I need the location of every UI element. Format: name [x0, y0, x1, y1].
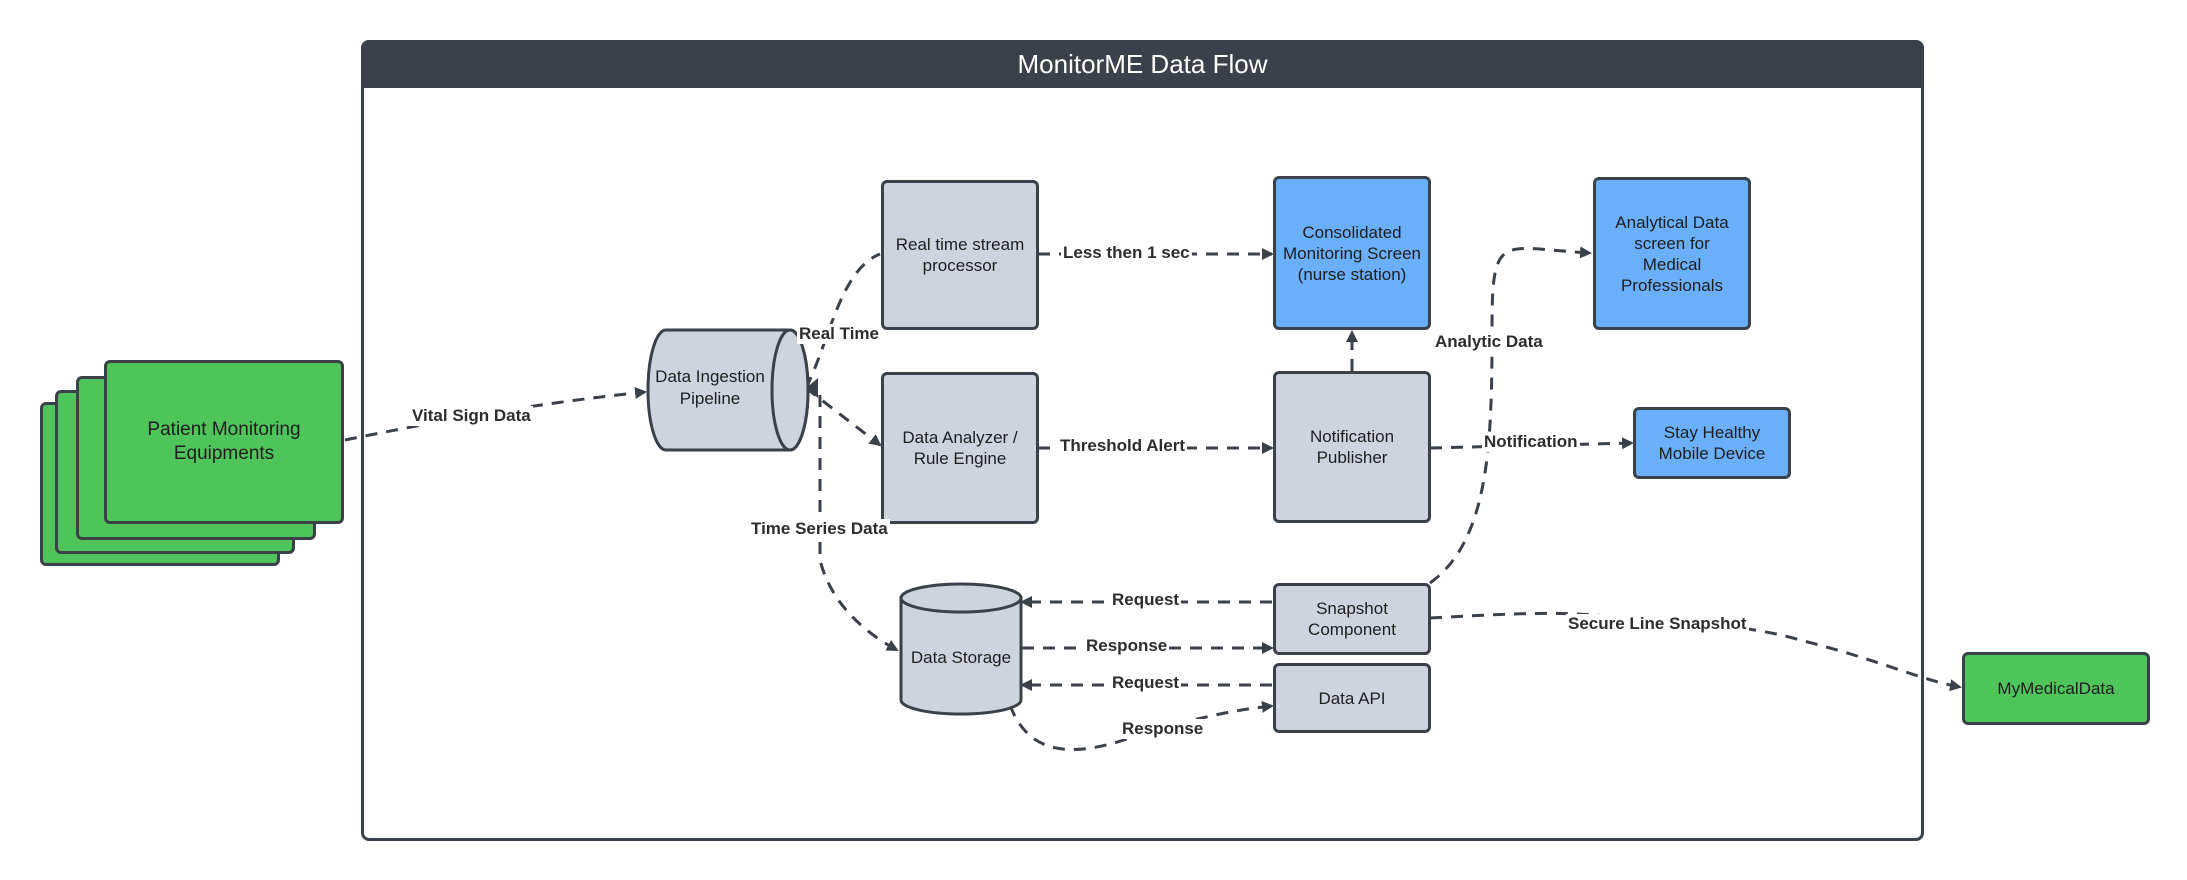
data-storage-cylinder [899, 582, 1023, 716]
edge-to-analyzer [805, 386, 882, 447]
edge-label-response-2: Response [1120, 719, 1206, 739]
edge-secure-snapshot [1429, 611, 1962, 692]
diagram-title: MonitorME Data Flow [361, 40, 1924, 88]
analytical-screen-node[interactable]: Analytical Data screen for Medical Profe… [1593, 177, 1751, 330]
analytical-screen-label: Analytical Data screen for Medical Profe… [1615, 212, 1729, 295]
data-storage-label: Data Storage [910, 648, 1012, 667]
data-api-label: Data API [1318, 688, 1386, 708]
analyzer-node[interactable]: Data Analyzer / Rule Engine [881, 372, 1039, 524]
patient-monitoring-node[interactable]: Patient Monitoring Equipments [104, 360, 344, 524]
consolidated-screen-node[interactable]: Consolidated Monitoring Screen (nurse st… [1273, 176, 1431, 330]
edge-label-real-time: Real Time [797, 324, 882, 344]
consolidated-screen-label: Consolidated Monitoring Screen (nurse st… [1283, 222, 1421, 284]
stream-processor-label: Real time stream processor [895, 235, 1025, 275]
mobile-device-node[interactable]: Stay Healthy Mobile Device [1633, 407, 1791, 479]
my-medical-data-node[interactable]: MyMedicalData [1962, 652, 2150, 725]
edge-label-threshold: Threshold Alert [1058, 436, 1187, 456]
edge-label-secure-snapshot: Secure Line Snapshot [1566, 614, 1749, 634]
ingestion-cylinder [646, 328, 810, 452]
snapshot-component-node[interactable]: Snapshot Component [1273, 583, 1431, 655]
edge-label-vital-sign: Vital Sign Data [410, 406, 533, 426]
edge-label-analytic-data: Analytic Data [1433, 332, 1545, 352]
edge-response-2 [1008, 700, 1274, 752]
mobile-device-label: Stay Healthy Mobile Device [1658, 423, 1766, 463]
my-medical-data-label: MyMedicalData [1997, 679, 2115, 698]
edge-real-time [804, 252, 881, 389]
analyzer-label: Data Analyzer / Rule Engine [902, 428, 1018, 468]
edge-time-series [818, 395, 899, 652]
patient-monitoring-label: Patient Monitoring Equipments [147, 419, 301, 464]
edge-analytic-data [1429, 246, 1592, 585]
edge-label-time-series: Time Series Data [749, 519, 890, 539]
ingestion-label-line1: Data Ingestion [655, 367, 765, 386]
edge-label-notification: Notification [1482, 432, 1580, 452]
edge-notification [1429, 437, 1634, 450]
ingestion-label-line2: Pipeline [679, 389, 741, 408]
stream-processor-node[interactable]: Real time stream processor [881, 180, 1039, 330]
notification-publisher-node[interactable]: Notification Publisher [1273, 371, 1431, 523]
data-api-node[interactable]: Data API [1273, 663, 1431, 733]
edge-label-request-2: Request [1110, 673, 1182, 693]
notification-publisher-label: Notification Publisher [1309, 427, 1395, 467]
arrowhead-ingestion [806, 378, 818, 398]
edge-label-less-than-1s: Less then 1 sec [1061, 243, 1192, 263]
edge-label-response-1: Response [1084, 636, 1170, 656]
edge-label-request-1: Request [1110, 590, 1182, 610]
snapshot-component-label: Snapshot Component [1308, 599, 1396, 639]
